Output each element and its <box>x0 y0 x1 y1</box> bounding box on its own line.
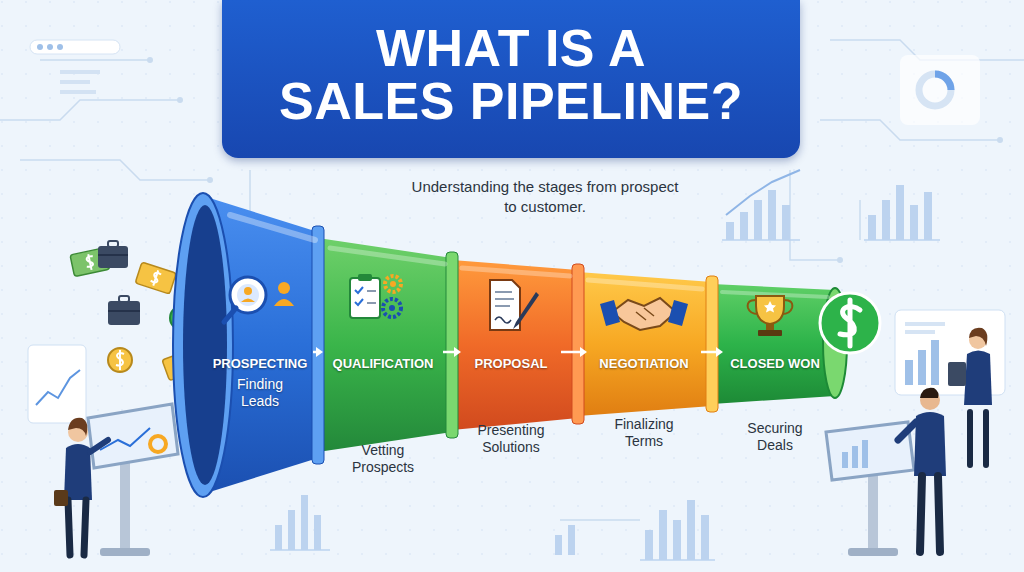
stage-node: QUALIFICATION Vetting Prospects <box>324 340 442 479</box>
stage-arrow <box>443 347 461 357</box>
stage-icons <box>224 274 792 336</box>
stage-heading: NEGOTIATION <box>590 356 698 372</box>
stage-arrow <box>313 347 323 357</box>
people-figures <box>54 328 992 556</box>
diagram-caption: Understanding the stages from prospect t… <box>405 177 685 216</box>
arrow-head <box>454 347 461 357</box>
arrow-line <box>701 351 717 354</box>
stage-node: PROPOSAL Presenting Solutions <box>462 340 560 459</box>
stage-description: Securing Deals <box>735 420 815 455</box>
stage-heading: PROPOSAL <box>464 356 558 372</box>
stage-node: PROSPECTING Finding Leads <box>208 340 312 413</box>
stage-heading: QUALIFICATION <box>326 356 440 372</box>
stage-heading: PROSPECTING <box>210 356 310 372</box>
stage-node: NEGOTIATION Finalizing Terms <box>588 340 700 453</box>
arrow-head <box>716 347 723 357</box>
stage-arrow <box>561 347 587 357</box>
diagram-title: WHAT IS A SALES PIPELINE? <box>242 22 780 128</box>
stage-node: CLOSED WON Securing Deals <box>724 340 826 457</box>
stage-description: Finalizing Terms <box>604 416 684 451</box>
stage-heading: CLOSED WON <box>726 356 824 372</box>
arrow-line <box>443 351 455 354</box>
arrow-line <box>561 351 581 354</box>
stage-description: Presenting Solutions <box>471 422 551 457</box>
stage-arrow <box>701 347 723 357</box>
stage-description: Finding Leads <box>220 376 300 411</box>
arrow-head <box>580 347 587 357</box>
pipeline-funnel <box>173 193 880 497</box>
stage-description: Vetting Prospects <box>343 442 423 477</box>
arrow-head <box>316 347 323 357</box>
